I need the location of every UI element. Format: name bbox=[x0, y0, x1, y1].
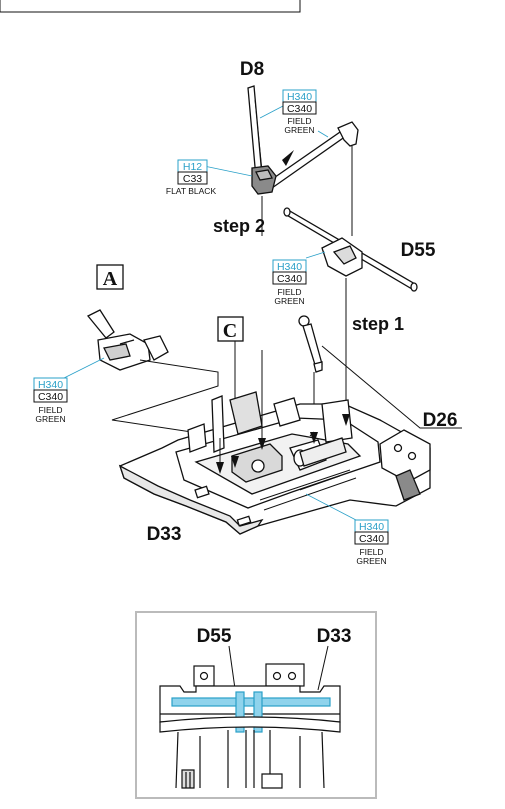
marker-box-a bbox=[96, 264, 124, 290]
inset-label-d55: D55 bbox=[197, 626, 232, 647]
step-2-label: step 2 bbox=[213, 216, 265, 236]
part-a-callout-line bbox=[59, 357, 105, 381]
top-frame bbox=[0, 0, 301, 13]
paint-name: GREEN bbox=[284, 125, 314, 135]
gunze-code: C33 bbox=[183, 173, 202, 185]
part-a bbox=[86, 309, 169, 371]
paint-name: FLAT BLACK bbox=[166, 186, 217, 196]
tamiya-code: H12 bbox=[183, 161, 202, 173]
tamiya-code: H340 bbox=[359, 521, 384, 533]
d8-head-callout-line bbox=[203, 165, 253, 177]
paint-callout-d8-head: H12 C33 FLAT BLACK bbox=[166, 159, 217, 196]
tamiya-code: H340 bbox=[287, 91, 312, 103]
arrow-d26-insert bbox=[310, 432, 318, 444]
paint-name: GREEN bbox=[356, 556, 386, 566]
inset-label-d33: D33 bbox=[317, 626, 352, 647]
d26-leader-line bbox=[321, 345, 462, 429]
paint-name: FIELD bbox=[359, 547, 383, 557]
part-d55 bbox=[283, 207, 418, 292]
arrow-d55-insert bbox=[342, 414, 350, 426]
gunze-code: C340 bbox=[287, 103, 312, 115]
d33-callout-line bbox=[305, 493, 357, 521]
arrow-c-insert bbox=[231, 456, 239, 468]
d55-callout-line bbox=[305, 251, 326, 259]
arrow-d8-insert bbox=[258, 438, 266, 450]
paint-callout-d55: H340 C340 FIELD GREEN bbox=[272, 259, 307, 306]
paint-name: GREEN bbox=[35, 414, 65, 424]
paint-name: FIELD bbox=[277, 287, 301, 297]
paint-name: GREEN bbox=[274, 296, 304, 306]
tamiya-code: H340 bbox=[277, 261, 302, 273]
paint-name: FIELD bbox=[287, 116, 311, 126]
part-label-d8: D8 bbox=[240, 59, 264, 80]
paint-name: FIELD bbox=[38, 405, 62, 415]
step-1-label: step 1 bbox=[352, 314, 404, 334]
inset-detail: D55 D33 bbox=[135, 611, 377, 799]
part-d26 bbox=[298, 315, 323, 373]
part-label-d55: D55 bbox=[401, 240, 436, 261]
part-label-d26: D26 bbox=[423, 410, 458, 431]
d8-rod-callout-line bbox=[259, 105, 284, 119]
part-label-d33: D33 bbox=[147, 524, 182, 545]
paint-callout-d8-rod: H340 C340 FIELD GREEN bbox=[282, 89, 317, 135]
gunze-code: C340 bbox=[277, 273, 302, 285]
gunze-code: C340 bbox=[38, 391, 63, 403]
d8-insert-arrow bbox=[282, 150, 294, 166]
arrow-a-insert bbox=[216, 462, 224, 474]
part-d33 bbox=[118, 391, 431, 535]
tamiya-code: H340 bbox=[38, 379, 63, 391]
marker-box-c bbox=[217, 316, 244, 342]
marker-c-label: C bbox=[223, 320, 237, 342]
inset-drawing bbox=[159, 663, 341, 789]
marker-a-label: A bbox=[103, 268, 118, 290]
part-d8 bbox=[247, 85, 359, 195]
paint-callout-d33: H340 C340 FIELD GREEN bbox=[354, 519, 389, 566]
gunze-code: C340 bbox=[359, 533, 384, 545]
part-a-leader-line bbox=[111, 359, 219, 437]
paint-callout-part-a: H340 C340 FIELD GREEN bbox=[33, 377, 68, 424]
